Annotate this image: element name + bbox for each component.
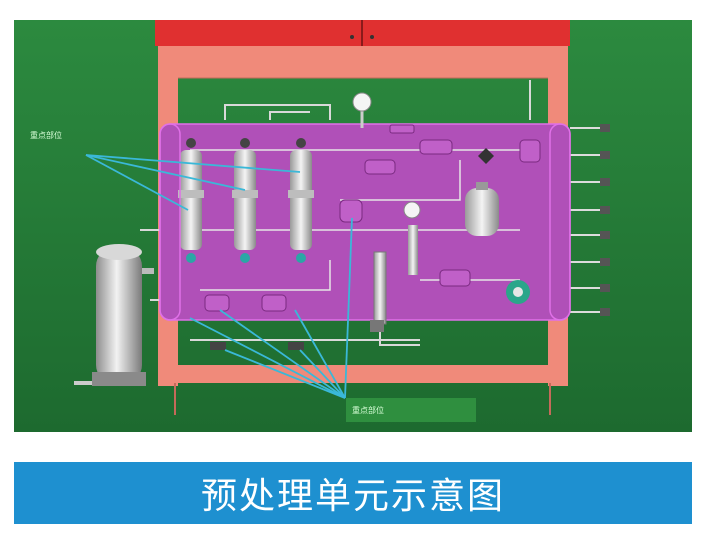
callout-lines-bottom	[189, 217, 353, 399]
highlight-left	[159, 123, 181, 321]
pressure-gauge-top	[352, 92, 372, 128]
figure-caption: 预处理单元示意图	[200, 476, 505, 517]
sample-vessel	[465, 182, 499, 236]
highlight-right	[549, 123, 571, 321]
callout-lines-left	[85, 154, 301, 211]
filter-column-2	[232, 138, 258, 263]
filter-column-1	[178, 138, 204, 263]
flow-meter	[373, 251, 387, 325]
caption-bar: 预处理单元示意图	[14, 462, 692, 524]
ball-valve	[478, 148, 494, 164]
storage-tank	[74, 244, 154, 386]
pump	[506, 280, 530, 304]
pressure-gauge-middle	[403, 201, 421, 275]
callout-label-bottom: 重点部位	[346, 398, 476, 422]
valves	[204, 124, 541, 312]
lower-valves	[210, 320, 384, 350]
outlet-connectors	[570, 127, 605, 313]
callout-label-left: 重点部位	[30, 131, 62, 140]
filter-column-3	[288, 138, 314, 263]
